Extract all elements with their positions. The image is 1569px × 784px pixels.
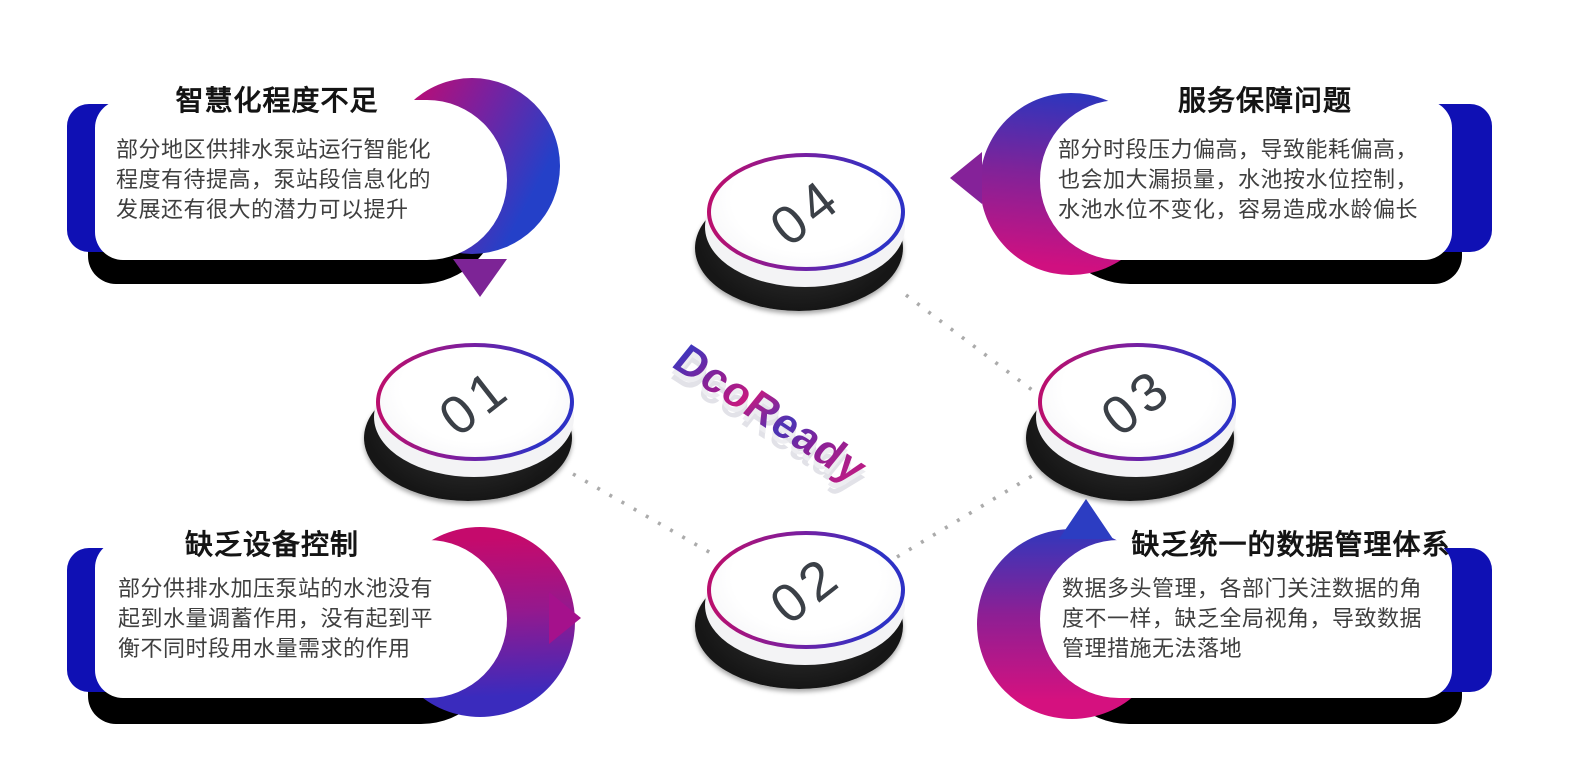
disc-face: 02	[711, 535, 901, 645]
disc-gradient-ring: 03	[1038, 343, 1236, 461]
brand-logo-text: DcoReady	[663, 336, 878, 493]
disc-face: 04	[711, 157, 901, 267]
callout-body-text: 部分地区供排水泵站运行智能化程度有待提高，泵站段信息化的发展还有很大的潜力可以提…	[116, 137, 432, 222]
disc-face: 01	[380, 347, 570, 457]
step-number: 01	[428, 356, 522, 448]
connector-04-03	[904, 293, 1046, 401]
disc-gradient-ring: 02	[707, 531, 905, 649]
disc-gradient-ring: 01	[376, 343, 574, 461]
step-number: 02	[759, 544, 853, 636]
connector-01-02	[572, 472, 717, 558]
step-number: 04	[759, 166, 853, 258]
step-disc-04: 04	[695, 153, 905, 311]
callout-body-text: 部分时段压力偏高，导致能耗偏高，也会加大漏损量，水池按水位控制，水池水位不变化，…	[1058, 137, 1419, 222]
callout-title-data-management: 缺乏统一的数据管理体系	[1131, 529, 1451, 561]
step-disc-01: 01	[364, 343, 574, 501]
disc-face: 03	[1042, 347, 1232, 457]
step-disc-02: 02	[695, 531, 905, 689]
callout-title-service: 服务保障问题	[1177, 85, 1352, 117]
bubble-tail-down-icon	[453, 259, 507, 297]
callout-box-top-left: 部分地区供排水泵站运行智能化程度有待提高，泵站段信息化的发展还有很大的潜力可以提…	[95, 100, 507, 260]
bubble-tail-right-icon	[549, 592, 581, 644]
callout-title-smartness: 智慧化程度不足	[175, 85, 379, 117]
bubble-tail-up-icon	[1059, 499, 1113, 539]
callout-body-text: 数据多头管理，各部门关注数据的角度不一样，缺乏全局视角，导致数据管理措施无法落地	[1062, 576, 1423, 661]
disc-gradient-ring: 04	[707, 153, 905, 271]
callout-body-text: 部分供排水加压泵站的水池没有起到水量调蓄作用，没有起到平衡不同时段用水量需求的作…	[118, 576, 434, 661]
step-number: 03	[1090, 356, 1184, 448]
callout-box-bottom-left: 部分供排水加压泵站的水池没有起到水量调蓄作用，没有起到平衡不同时段用水量需求的作…	[95, 540, 507, 698]
bubble-tail-left-icon	[950, 152, 982, 204]
callout-box-top-right: 部分时段压力偏高，导致能耗偏高，也会加大漏损量，水池按水位控制，水池水位不变化，…	[1040, 100, 1452, 260]
step-disc-03: 03	[1026, 343, 1236, 501]
callout-title-device-control: 缺乏设备控制	[184, 529, 359, 561]
callout-box-bottom-right: 数据多头管理，各部门关注数据的角度不一样，缺乏全局视角，导致数据管理措施无法落地	[1040, 540, 1452, 698]
